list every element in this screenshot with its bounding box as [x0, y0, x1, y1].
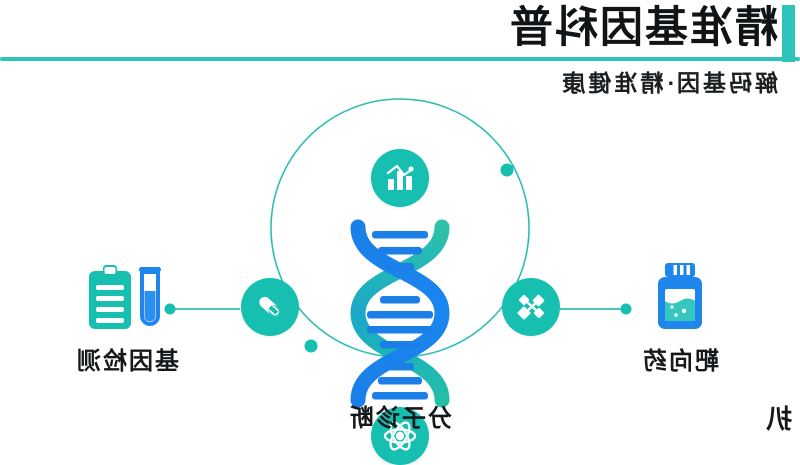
ring-dot [304, 339, 318, 353]
poster-canvas: 精准基因科普 解码基因·精准健康 [0, 4, 800, 465]
dna-double-helix [320, 211, 480, 416]
side-label-right: 基因检测 [75, 348, 179, 375]
side-label-left: 靶向药 [641, 348, 719, 375]
title-underline [0, 57, 800, 61]
diagram-stage: 靶向药 基因检测 [0, 66, 800, 465]
corner-accent-bar [782, 5, 795, 62]
ring-dot [500, 163, 514, 177]
connector-right [164, 303, 240, 315]
test-tube-clipboard-icon [89, 265, 161, 329]
connector-left [556, 303, 632, 315]
bar-chart-icon [386, 164, 414, 190]
badge-molecule[interactable] [502, 278, 560, 336]
molecule-icon [517, 294, 545, 320]
side-item-left[interactable]: 靶向药 [605, 261, 755, 376]
bottom-left-text-fragment: 扒 [763, 404, 792, 434]
dna-helix-svg [350, 219, 450, 408]
pill-bottle-icon [658, 263, 702, 329]
badge-medicine[interactable] [241, 278, 299, 336]
page-title: 精准基因科普 [508, 4, 778, 52]
pill-bottle-icon-wrap [605, 261, 755, 333]
test-tube-clipboard-icon-wrap [52, 261, 202, 333]
side-item-right[interactable]: 基因检测 [52, 261, 202, 376]
capsule-icon [259, 296, 281, 318]
bottom-label: 分子诊断 [348, 405, 452, 432]
badge-data-analysis[interactable] [371, 149, 429, 207]
